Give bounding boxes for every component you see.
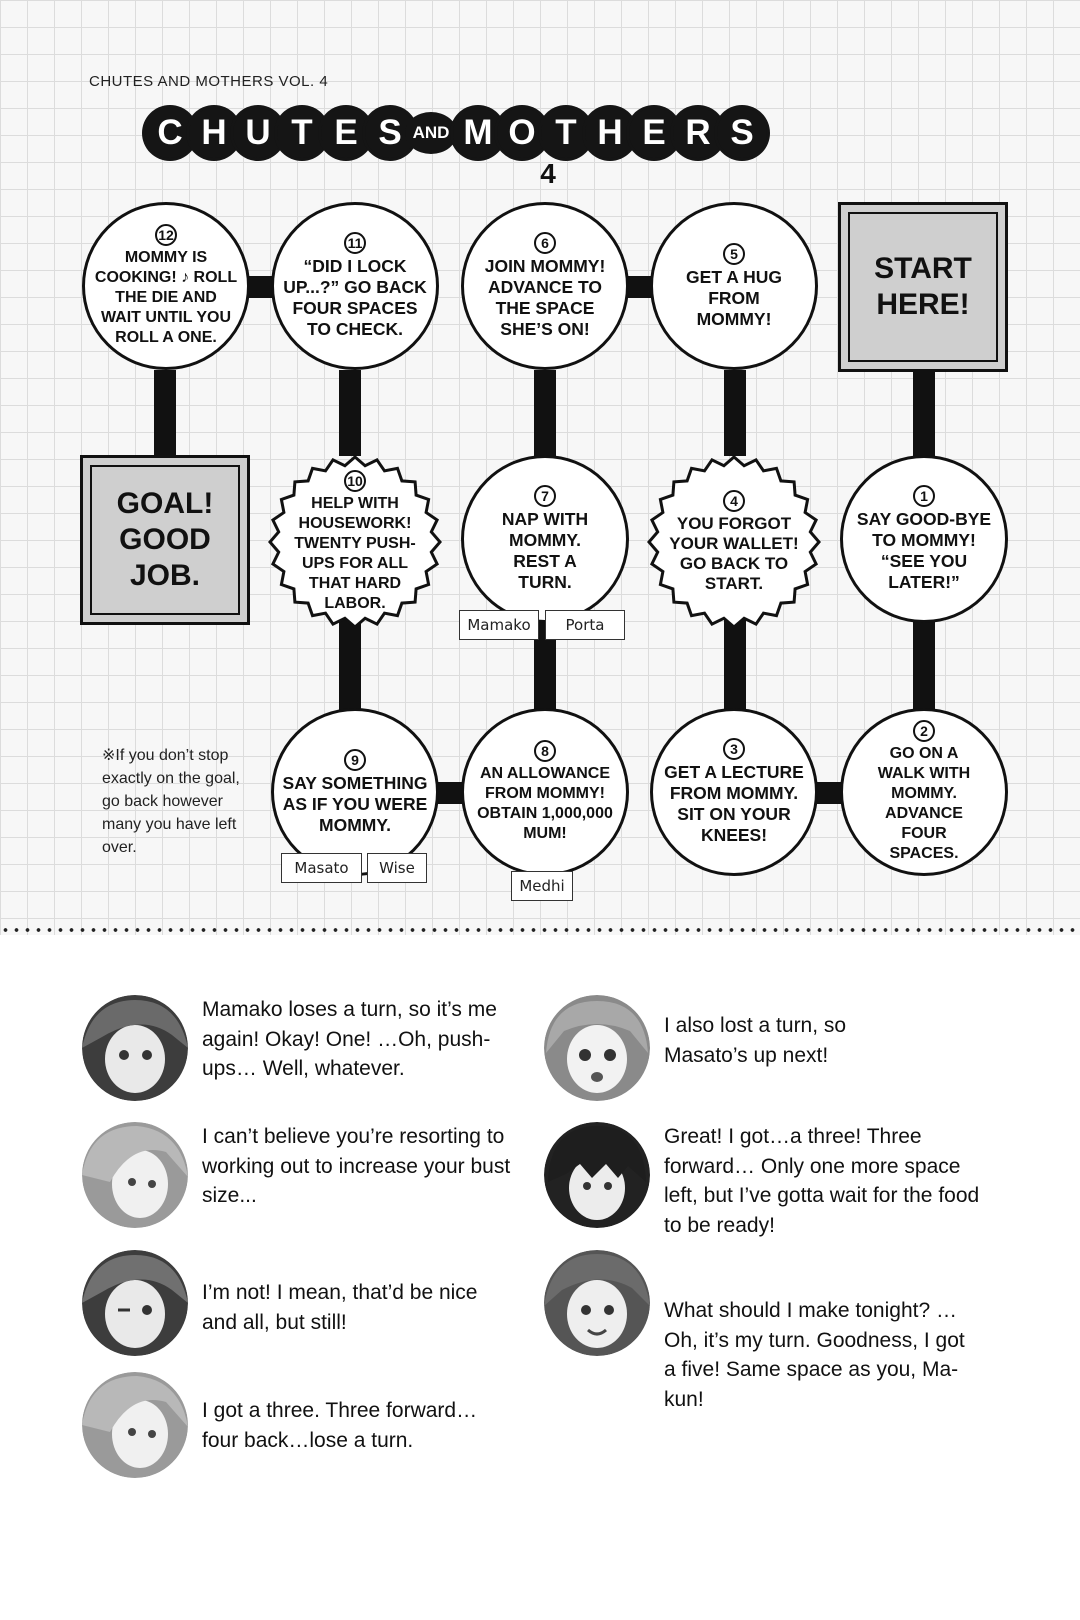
space-number: 8 bbox=[534, 740, 556, 762]
space-number: 10 bbox=[344, 470, 366, 492]
dialogue-text: I also lost a turn, so Masato’s up next! bbox=[664, 1014, 847, 1067]
connector bbox=[339, 620, 361, 710]
space-number: 9 bbox=[344, 748, 366, 771]
dialogue-line: I also lost a turn, so Masato’s up next! bbox=[544, 995, 984, 1101]
token-masato: Masato bbox=[281, 853, 362, 883]
connector bbox=[436, 782, 466, 804]
dialogue-line: What should I make tonight? …Oh, it’s my… bbox=[544, 1250, 984, 1414]
space-text: GET A HUG FROM MOMMY! bbox=[686, 266, 782, 329]
board-space-7: 7 NAP WITH MOMMY. REST A TURN. bbox=[461, 455, 629, 623]
connector bbox=[339, 370, 361, 456]
board-space-1: 1 SAY GOOD-BYE TO MOMMY! “SEE YOU LATER!… bbox=[840, 455, 1008, 623]
dialogue-text: Mamako loses a turn, so it’s me again! O… bbox=[202, 998, 497, 1080]
dialogue-line: Great! I got…a three! Three forward… Onl… bbox=[544, 1122, 984, 1240]
space-text: SAY SOMETHING AS IF YOU WERE MOMMY. bbox=[282, 772, 428, 835]
starburst-border bbox=[268, 455, 442, 629]
space-text: GET A LECTURE FROM MOMMY. SIT ON YOUR KN… bbox=[664, 762, 804, 845]
title-letter: T bbox=[541, 108, 591, 158]
rule-note: ※If you don’t stop exactly on the goal, … bbox=[102, 747, 240, 856]
title-letter: H bbox=[189, 108, 239, 158]
medhi-avatar bbox=[82, 1122, 188, 1228]
connector bbox=[534, 620, 556, 710]
space-text: HELP WITH HOUSEWORK! TWENTY PUSH-UPS FOR… bbox=[294, 495, 416, 612]
title-letter: E bbox=[321, 108, 371, 158]
title-letter: C bbox=[145, 108, 195, 158]
board-space-10: 10 HELP WITH HOUSEWORK! TWENTY PUSH-UPS … bbox=[268, 455, 442, 629]
token-medhi: Medhi bbox=[511, 871, 573, 901]
token-mamako: Mamako bbox=[459, 610, 539, 640]
title-letter: T bbox=[277, 108, 327, 158]
token-wise: Wise bbox=[367, 853, 427, 883]
connector bbox=[724, 370, 746, 456]
volume-number: 4 bbox=[540, 158, 556, 189]
connector bbox=[913, 620, 935, 710]
space-number: 3 bbox=[723, 738, 745, 760]
starburst-border bbox=[647, 455, 821, 629]
dialogue-line: I got a three. Three forward… four back…… bbox=[82, 1372, 522, 1478]
board-space-2: 2 GO ON A WALK WITH MOMMY. ADVANCE FOUR … bbox=[840, 708, 1008, 876]
dialogue-line: I’m not! I mean, that’d be nice and all,… bbox=[82, 1250, 522, 1356]
space-number: 7 bbox=[534, 485, 556, 507]
space-text: GO ON A WALK WITH MOMMY. ADVANCE FOUR SP… bbox=[877, 745, 971, 862]
board-space-4: 4 YOU FORGOT YOUR WALLET! GO BACK TO STA… bbox=[647, 455, 821, 629]
game-title: C H U T E S AND M O T H E R S bbox=[145, 105, 767, 161]
space-text: SAY GOOD-BYE TO MOMMY! “SEE YOU LATER!” bbox=[856, 509, 992, 592]
goal-label: GOAL! GOOD JOB. bbox=[90, 465, 240, 615]
running-head: CHUTES AND MOTHERS VOL. 4 bbox=[89, 73, 329, 90]
space-text: MOMMY IS COOKING! ♪ ROLL THE DIE AND WAI… bbox=[94, 249, 238, 346]
dialogue-line: Mamako loses a turn, so it’s me again! O… bbox=[82, 995, 522, 1101]
medhi-avatar bbox=[82, 1372, 188, 1478]
goal-space: GOAL! GOOD JOB. bbox=[80, 455, 250, 625]
title-letter: H bbox=[585, 108, 635, 158]
connector bbox=[815, 782, 845, 804]
dotted-divider bbox=[0, 928, 1080, 932]
connector bbox=[154, 370, 176, 456]
masato-avatar bbox=[544, 1122, 650, 1228]
start-label: START HERE! bbox=[848, 212, 998, 362]
title-letter: U bbox=[233, 108, 283, 158]
space-text: AN ALLOWANCE FROM MOMMY! OBTAIN 1,000,00… bbox=[477, 765, 613, 842]
start-space: START HERE! bbox=[838, 202, 1008, 372]
board-space-9: 9 SAY SOMETHING AS IF YOU WERE MOMMY. bbox=[271, 708, 439, 876]
space-number: 2 bbox=[913, 720, 935, 742]
space-text: YOU FORGOT YOUR WALLET! GO BACK TO START… bbox=[669, 514, 799, 593]
title-letter: R bbox=[673, 108, 723, 158]
connector bbox=[724, 620, 746, 710]
token-porta: Porta bbox=[545, 610, 625, 640]
title-letter: S bbox=[717, 108, 767, 158]
space-number: 1 bbox=[913, 485, 935, 507]
mamako-avatar bbox=[544, 1250, 650, 1356]
board-space-12: 12 MOMMY IS COOKING! ♪ ROLL THE DIE AND … bbox=[82, 202, 250, 370]
dialogue-text: I’m not! I mean, that’d be nice and all,… bbox=[202, 1281, 478, 1334]
game-board: START HERE! GOAL! GOOD JOB. 12 MOMMY IS … bbox=[80, 202, 1008, 901]
dialogue-text: I can’t believe you’re resorting to work… bbox=[202, 1125, 511, 1207]
title-and: AND bbox=[405, 112, 457, 154]
dialogue-line: I can’t believe you’re resorting to work… bbox=[82, 1122, 522, 1228]
space-number: 4 bbox=[723, 490, 745, 512]
wise-avatar bbox=[82, 1250, 188, 1356]
space-number: 11 bbox=[344, 232, 366, 254]
space-text: “DID I LOCK UP...?” GO BACK FOUR SPACES … bbox=[283, 256, 427, 339]
space-number: 12 bbox=[155, 224, 177, 246]
board-space-6: 6 JOIN MOMMY! ADVANCE TO THE SPACE SHE’S… bbox=[461, 202, 629, 370]
dialogue-text: Great! I got…a three! Three forward… Onl… bbox=[664, 1125, 980, 1237]
connector bbox=[913, 370, 935, 456]
board-space-5: 5 GET A HUG FROM MOMMY! bbox=[650, 202, 818, 370]
dialogue-text: I got a three. Three forward… four back…… bbox=[202, 1399, 478, 1452]
board-space-11: 11 “DID I LOCK UP...?” GO BACK FOUR SPAC… bbox=[271, 202, 439, 370]
mamako-avatar bbox=[82, 995, 188, 1101]
space-number: 5 bbox=[723, 242, 745, 265]
space-text: NAP WITH MOMMY. REST A TURN. bbox=[501, 509, 589, 592]
space-number: 6 bbox=[534, 232, 556, 254]
connector bbox=[534, 370, 556, 456]
title-letter: O bbox=[497, 108, 547, 158]
space-text: JOIN MOMMY! ADVANCE TO THE SPACE SHE’S O… bbox=[484, 256, 606, 339]
title-letter: E bbox=[629, 108, 679, 158]
board-space-8: 8 AN ALLOWANCE FROM MOMMY! OBTAIN 1,000,… bbox=[461, 708, 629, 876]
dialogue-text: What should I make tonight? …Oh, it’s my… bbox=[664, 1299, 965, 1411]
porta-avatar bbox=[544, 995, 650, 1101]
board-space-3: 3 GET A LECTURE FROM MOMMY. SIT ON YOUR … bbox=[650, 708, 818, 876]
title-letter: M bbox=[453, 108, 503, 158]
